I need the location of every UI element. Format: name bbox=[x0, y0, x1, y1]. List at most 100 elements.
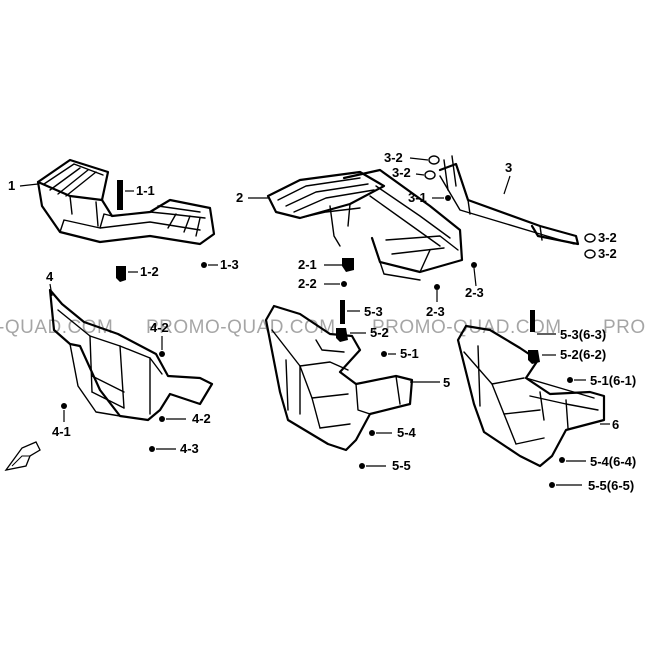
callout-6-3: 5-3(6-3) bbox=[530, 310, 606, 342]
nut-icon bbox=[445, 195, 451, 201]
label-3-2-mid: 3-2 bbox=[392, 165, 411, 180]
callout-2-3-bottom: 2-3 bbox=[426, 284, 445, 319]
callout-6-5: 5-5(6-5) bbox=[549, 478, 634, 493]
callout-6-1: 5-1(6-1) bbox=[567, 373, 636, 388]
cap-icon bbox=[584, 233, 596, 243]
callout-4-1: 4-1 bbox=[52, 403, 71, 439]
label-5-2: 5-2 bbox=[370, 325, 389, 340]
nut-icon bbox=[341, 281, 347, 287]
callout-5-4: 5-4 bbox=[369, 425, 417, 440]
label-6: 6 bbox=[612, 417, 619, 432]
nut-icon bbox=[159, 416, 165, 422]
callout-6-4: 5-4(6-4) bbox=[559, 454, 636, 469]
callout-5-2: 5-2 bbox=[336, 325, 389, 342]
watermark-segment-4: PRO bbox=[603, 317, 646, 338]
label-3-2-top: 3-2 bbox=[384, 150, 403, 165]
watermark: -QUAD.COM PROMO-QUAD.COM PROMO-QUAD.COM … bbox=[0, 317, 646, 338]
label-1: 1 bbox=[8, 178, 15, 193]
nut-icon bbox=[159, 351, 165, 357]
label-4: 4 bbox=[46, 269, 54, 284]
callout-1-1: 1-1 bbox=[117, 180, 155, 210]
callout-6: 6 bbox=[600, 417, 619, 432]
bolt-icon bbox=[549, 482, 555, 488]
label-5-1: 5-1 bbox=[400, 346, 419, 361]
label-1-2: 1-2 bbox=[140, 264, 159, 279]
clamp-icon bbox=[342, 258, 354, 272]
part-4-front-bumper bbox=[48, 288, 214, 422]
callout-3-2-right-a: 3-2 bbox=[584, 230, 617, 245]
nut-icon bbox=[471, 262, 477, 268]
callout-5-1: 5-1 bbox=[381, 346, 419, 361]
label-2-3-bottom: 2-3 bbox=[426, 304, 445, 319]
label-1-3: 1-3 bbox=[220, 257, 239, 272]
nut-icon bbox=[434, 284, 440, 290]
label-2-1: 2-1 bbox=[298, 257, 317, 272]
cap-icon bbox=[584, 249, 596, 259]
label-5-5: 5-5 bbox=[392, 458, 411, 473]
label-4-1: 4-1 bbox=[52, 424, 71, 439]
part-5-rear-bumper bbox=[264, 304, 414, 452]
callout-1-2: 1-2 bbox=[116, 264, 159, 282]
callout-3-2-top: 3-2 bbox=[384, 150, 440, 165]
clamp-icon bbox=[336, 328, 348, 342]
label-3-1: 3-1 bbox=[408, 190, 427, 205]
clamp-icon bbox=[528, 350, 540, 364]
cap-icon bbox=[428, 155, 440, 165]
callout-2: 2 bbox=[236, 190, 268, 205]
label-5-5-6-5: 5-5(6-5) bbox=[588, 478, 634, 493]
callout-2-2: 2-2 bbox=[298, 276, 347, 291]
nut-icon bbox=[567, 377, 573, 383]
label-3: 3 bbox=[505, 160, 512, 175]
part-3-bar bbox=[438, 155, 580, 246]
label-3-2-right-a: 3-2 bbox=[598, 230, 617, 245]
callout-4-2-side: 4-2 bbox=[159, 411, 211, 426]
label-4-3: 4-3 bbox=[180, 441, 199, 456]
callout-4-2-top: 4-2 bbox=[150, 320, 169, 357]
callout-5: 5 bbox=[410, 375, 450, 390]
label-5-4: 5-4 bbox=[397, 425, 417, 440]
callout-3-1: 3-1 bbox=[408, 190, 451, 205]
part-6-rear-bumper-alt bbox=[456, 324, 606, 468]
label-5-2-6-2: 5-2(6-2) bbox=[560, 347, 606, 362]
bolt-icon bbox=[340, 300, 345, 324]
part-1-front-rack bbox=[36, 158, 216, 246]
bolt-icon bbox=[359, 463, 365, 469]
label-5: 5 bbox=[443, 375, 450, 390]
label-4-2-top: 4-2 bbox=[150, 320, 169, 335]
callout-5-5: 5-5 bbox=[359, 458, 411, 473]
callout-6-2: 5-2(6-2) bbox=[528, 347, 606, 364]
bolt-icon bbox=[61, 403, 67, 409]
callout-3-2-mid: 3-2 bbox=[392, 165, 436, 180]
nut-icon bbox=[369, 430, 375, 436]
label-5-1-6-1: 5-1(6-1) bbox=[590, 373, 636, 388]
label-4-2-side: 4-2 bbox=[192, 411, 211, 426]
callout-3: 3 bbox=[503, 160, 512, 195]
nut-icon bbox=[559, 457, 565, 463]
callout-4-3: 4-3 bbox=[149, 441, 199, 456]
callout-1: 1 bbox=[8, 178, 39, 193]
clamp-icon bbox=[116, 266, 126, 282]
label-1-1: 1-1 bbox=[136, 183, 155, 198]
cap-icon bbox=[424, 170, 436, 180]
callout-5-3: 5-3 bbox=[340, 300, 383, 324]
watermark-segment-3: PROMO-QUAD.COM bbox=[372, 317, 562, 338]
watermark-segment-2: PROMO-QUAD.COM bbox=[146, 317, 336, 338]
label-5-3-6-3: 5-3(6-3) bbox=[560, 327, 606, 342]
callout-4: 4 bbox=[46, 269, 54, 297]
nut-icon bbox=[201, 262, 207, 268]
label-3-2-right-b: 3-2 bbox=[598, 246, 617, 261]
callout-1-3: 1-3 bbox=[201, 257, 239, 272]
label-2-2: 2-2 bbox=[298, 276, 317, 291]
label-5-4-6-4: 5-4(6-4) bbox=[590, 454, 636, 469]
label-5-3: 5-3 bbox=[364, 304, 383, 319]
nut-icon bbox=[381, 351, 387, 357]
callout-2-3-right: 2-3 bbox=[465, 262, 484, 300]
callout-3-2-right-b: 3-2 bbox=[584, 246, 617, 261]
bolt-icon bbox=[117, 180, 123, 210]
bolt-icon bbox=[149, 446, 155, 452]
direction-arrow-icon bbox=[4, 441, 41, 471]
callout-2-1: 2-1 bbox=[298, 257, 354, 272]
label-2: 2 bbox=[236, 190, 243, 205]
part-2-rear-rack bbox=[266, 168, 464, 281]
